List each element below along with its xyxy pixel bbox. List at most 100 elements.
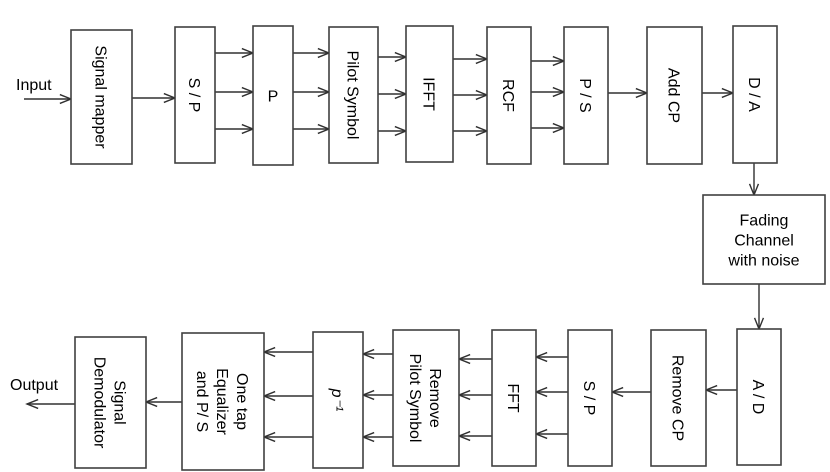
signal-demodulator-box: [74, 336, 147, 469]
signal-mapper-box: [70, 29, 133, 165]
a-to-d-label: A / D: [749, 380, 766, 415]
input-label: Input: [16, 77, 52, 94]
p-to-s-block: P / S: [563, 26, 609, 165]
s-to-p-rx-box: [567, 329, 613, 467]
d-to-a-box: [732, 25, 778, 164]
to-channel-arrow: [748, 163, 760, 197]
remove-pilot-symbol-box: [392, 329, 460, 467]
equalizer-label: Equalizer: [213, 368, 230, 435]
blocks: Signal mapper S / P P Pilot Symbol IFFT RCF P …: [70, 25, 826, 471]
signal-mapper-label: Signal mapper: [92, 45, 109, 149]
parallel-arrow: [534, 428, 568, 440]
arrow: [702, 87, 735, 99]
rcf-box: [486, 26, 532, 165]
parallel-arrow: [378, 125, 408, 137]
pilot-symbol-box: [328, 26, 379, 164]
arrow: [610, 386, 651, 398]
s-to-p-rx-label: S / P: [580, 381, 597, 416]
fft-block: FFT: [491, 329, 537, 467]
p-to-s-box: [563, 26, 609, 165]
rcf-label: RCF: [499, 79, 516, 112]
parallel-arrow: [215, 123, 255, 135]
pilot-symbol-label: Pilot Symbol: [344, 51, 361, 140]
connectors: [24, 47, 765, 443]
arrow: [144, 396, 182, 408]
remove-cp-block: Remove CP: [650, 329, 707, 467]
add-cp-label: Add CP: [665, 68, 682, 123]
parallel-arrow: [293, 47, 331, 59]
p-inverse-box: [312, 331, 364, 469]
p-inverse-block: p⁻¹: [312, 331, 364, 469]
parallel-arrow: [361, 389, 393, 401]
parallel-arrow: [457, 353, 492, 365]
parallel-arrow: [534, 386, 568, 398]
equalizer-label: and P/ S: [193, 371, 210, 432]
p-block: P: [252, 25, 294, 166]
p-label: P: [268, 89, 279, 106]
remove-pilot-symbol-label: Pilot Symbol: [406, 354, 423, 443]
parallel-arrow: [531, 122, 566, 134]
parallel-arrow: [453, 53, 489, 65]
parallel-arrow: [453, 125, 489, 137]
parallel-arrow: [361, 348, 393, 360]
s-to-p-block: S / P: [174, 26, 216, 164]
output-arrow: [25, 398, 75, 410]
parallel-arrow: [262, 346, 313, 358]
parallel-arrow: [361, 431, 393, 443]
arrow: [608, 87, 649, 99]
add-cp-box: [646, 26, 703, 165]
signal-mapper-block: Signal mapper: [70, 29, 133, 165]
p-inverse-label: p⁻¹: [328, 388, 345, 412]
p-box: [252, 25, 294, 166]
input-arrow: [24, 93, 73, 105]
parallel-arrow: [215, 86, 255, 98]
parallel-arrow: [457, 389, 492, 401]
parallel-arrow: [457, 430, 492, 442]
fft-label: FFT: [504, 383, 521, 413]
remove-pilot-symbol-label: Remove: [426, 368, 443, 428]
pilot-symbol-block: Pilot Symbol: [328, 26, 379, 164]
fading-channel-label: Channel: [734, 233, 794, 250]
ifft-block: IFFT: [405, 25, 454, 163]
parallel-arrow: [534, 351, 568, 363]
equalizer-box: [181, 332, 265, 471]
parallel-arrow: [531, 55, 566, 67]
equalizer-label: One tap: [233, 373, 250, 430]
s-to-p-box: [174, 26, 216, 164]
ifft-box: [405, 25, 454, 163]
from-channel-arrow: [753, 284, 765, 331]
parallel-arrow: [378, 88, 408, 100]
parallel-arrow: [293, 86, 331, 98]
remove-cp-box: [650, 329, 707, 467]
parallel-arrow: [262, 431, 313, 443]
add-cp-block: Add CP: [646, 26, 703, 165]
d-to-a-label: D / A: [745, 77, 762, 112]
fft-box: [491, 329, 537, 467]
output-label: Output: [10, 377, 59, 394]
rcf-block: RCF: [486, 26, 532, 165]
arrow: [704, 384, 737, 396]
parallel-arrow: [531, 86, 566, 98]
parallel-arrow: [378, 51, 408, 63]
fading-channel-label: Fading: [740, 213, 789, 230]
parallel-arrow: [262, 390, 313, 402]
signal-demodulator-label: Demodulator: [91, 357, 108, 449]
fading-channel-box: [702, 194, 826, 285]
s-to-p-label: S / P: [185, 78, 202, 113]
parallel-arrow: [453, 89, 489, 101]
signal-demodulator-label: Signal: [111, 380, 128, 424]
parallel-arrow: [293, 123, 331, 135]
ifft-label: IFFT: [420, 77, 437, 111]
p-to-s-label: P / S: [576, 78, 593, 112]
d-to-a-block: D / A: [732, 25, 778, 164]
arrow: [132, 92, 177, 104]
a-to-d-box: [736, 328, 782, 466]
parallel-arrow: [215, 47, 255, 59]
remove-cp-label: Remove CP: [669, 355, 686, 441]
s-to-p-rx-block: S / P: [567, 329, 613, 467]
